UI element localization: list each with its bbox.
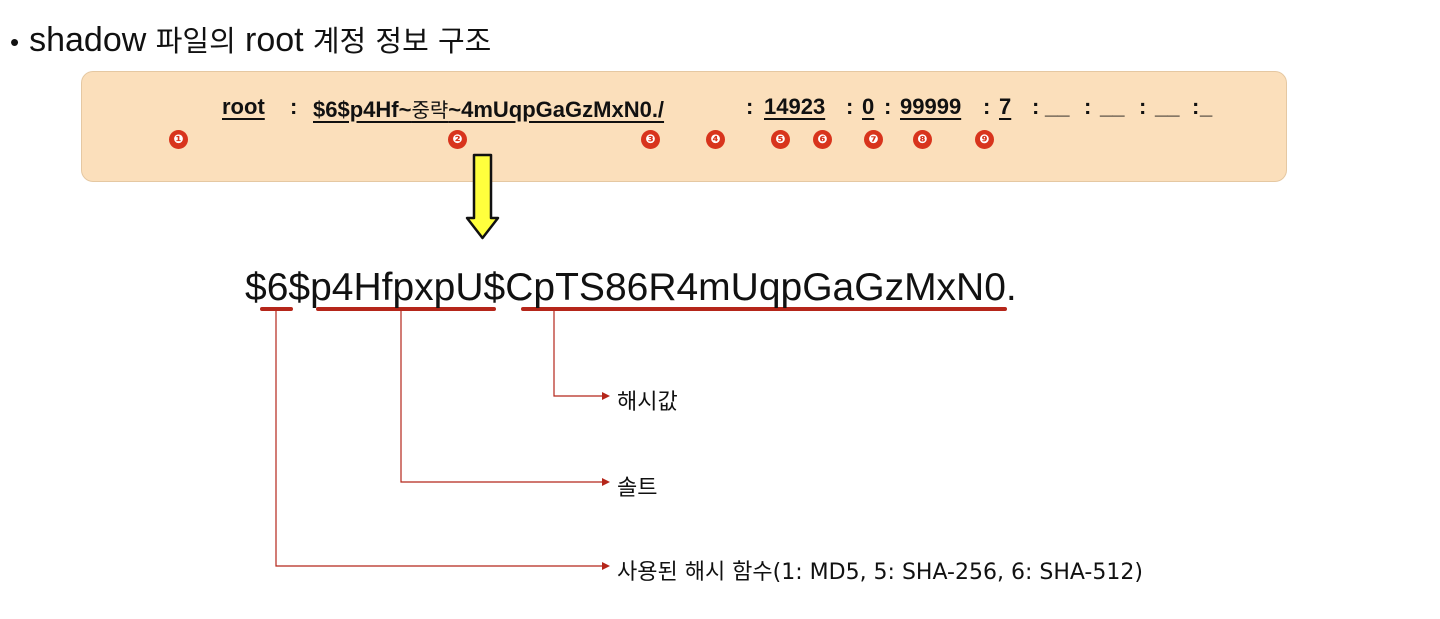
hash-string: $6$p4HfpxpU$CpTS86R4mUqpGaGzMxN0.: [245, 266, 1017, 310]
separator-6: :: [1032, 94, 1040, 119]
marker-6: ❻: [813, 130, 832, 149]
marker-4: ❹: [706, 130, 725, 149]
separator-3: :: [846, 94, 854, 119]
title-shadow-text: shadow: [29, 21, 156, 59]
title-structure-text: 계정 정보 구조: [303, 24, 492, 58]
leader-arrowheads: [602, 392, 610, 570]
field-trailing-blank: _: [1200, 94, 1213, 119]
leader-algorithm: [275, 311, 604, 567]
hash-value: CpTS86R4mUqpGaGzMxN0.: [505, 266, 1017, 309]
hash-omitted: 중략: [411, 98, 449, 122]
leader-lines: [275, 311, 604, 567]
marker-8: ❽: [913, 130, 932, 149]
down-arrow-icon: [465, 153, 500, 240]
marker-2: ❷: [448, 130, 467, 149]
label-salt: 솔트: [617, 476, 658, 501]
hash-dollar-1: $: [245, 266, 267, 309]
label-algorithm: 사용된 해시 함수(1: MD5, 5: SHA-256, 6: SHA-512…: [617, 560, 1143, 585]
leader-hash-value: [553, 311, 604, 397]
hash-prefix: $6$p4Hf~: [313, 97, 412, 122]
separator-8: :: [1139, 94, 1147, 119]
arrowhead-hash-value: [602, 392, 610, 400]
separator-5: :: [983, 94, 991, 119]
hash-dollar-3: $: [483, 266, 506, 309]
separator-1: :: [290, 94, 298, 119]
separator-4: :: [884, 94, 892, 119]
field-expire-blank: __: [1100, 94, 1125, 119]
field-last-change: 14923: [764, 94, 826, 119]
leader-salt: [400, 311, 604, 483]
field-max-days: 99999: [900, 94, 962, 119]
field-password-hash: $6$p4Hf~중략~4mUqpGaGzMxN0./: [313, 94, 664, 123]
marker-5: ❺: [771, 130, 790, 149]
field-warn-days: 7: [999, 94, 1012, 119]
field-username: root: [222, 94, 265, 119]
label-hash-value: 해시값: [617, 390, 678, 415]
field-inactive-blank: __: [1045, 94, 1070, 119]
separator-7: :: [1084, 94, 1092, 119]
marker-7: ❼: [864, 130, 883, 149]
marker-9: ❾: [975, 130, 994, 149]
title-file-text: 파일의: [155, 24, 246, 58]
separator-9: :: [1192, 94, 1200, 119]
arrowhead-algorithm: [602, 562, 610, 570]
slide-title: • shadow 파일의 root 계정 정보 구조: [10, 18, 491, 60]
hash-dollar-2: $: [288, 266, 311, 309]
separator-2: :: [746, 94, 754, 119]
hash-suffix: ~4mUqpGaGzMxN0./: [448, 97, 665, 122]
hash-salt: p4HfpxpU: [310, 266, 484, 309]
hash-algorithm-id: 6: [266, 266, 289, 309]
field-reserved-blank: __: [1155, 94, 1180, 119]
shadow-entry-panel: [81, 71, 1287, 182]
title-root-text: root: [245, 21, 304, 59]
marker-3: ❸: [641, 130, 660, 149]
arrowhead-salt: [602, 478, 610, 486]
field-min-days: 0: [862, 94, 875, 119]
bullet-icon: •: [10, 27, 20, 57]
marker-1: ❶: [169, 130, 188, 149]
